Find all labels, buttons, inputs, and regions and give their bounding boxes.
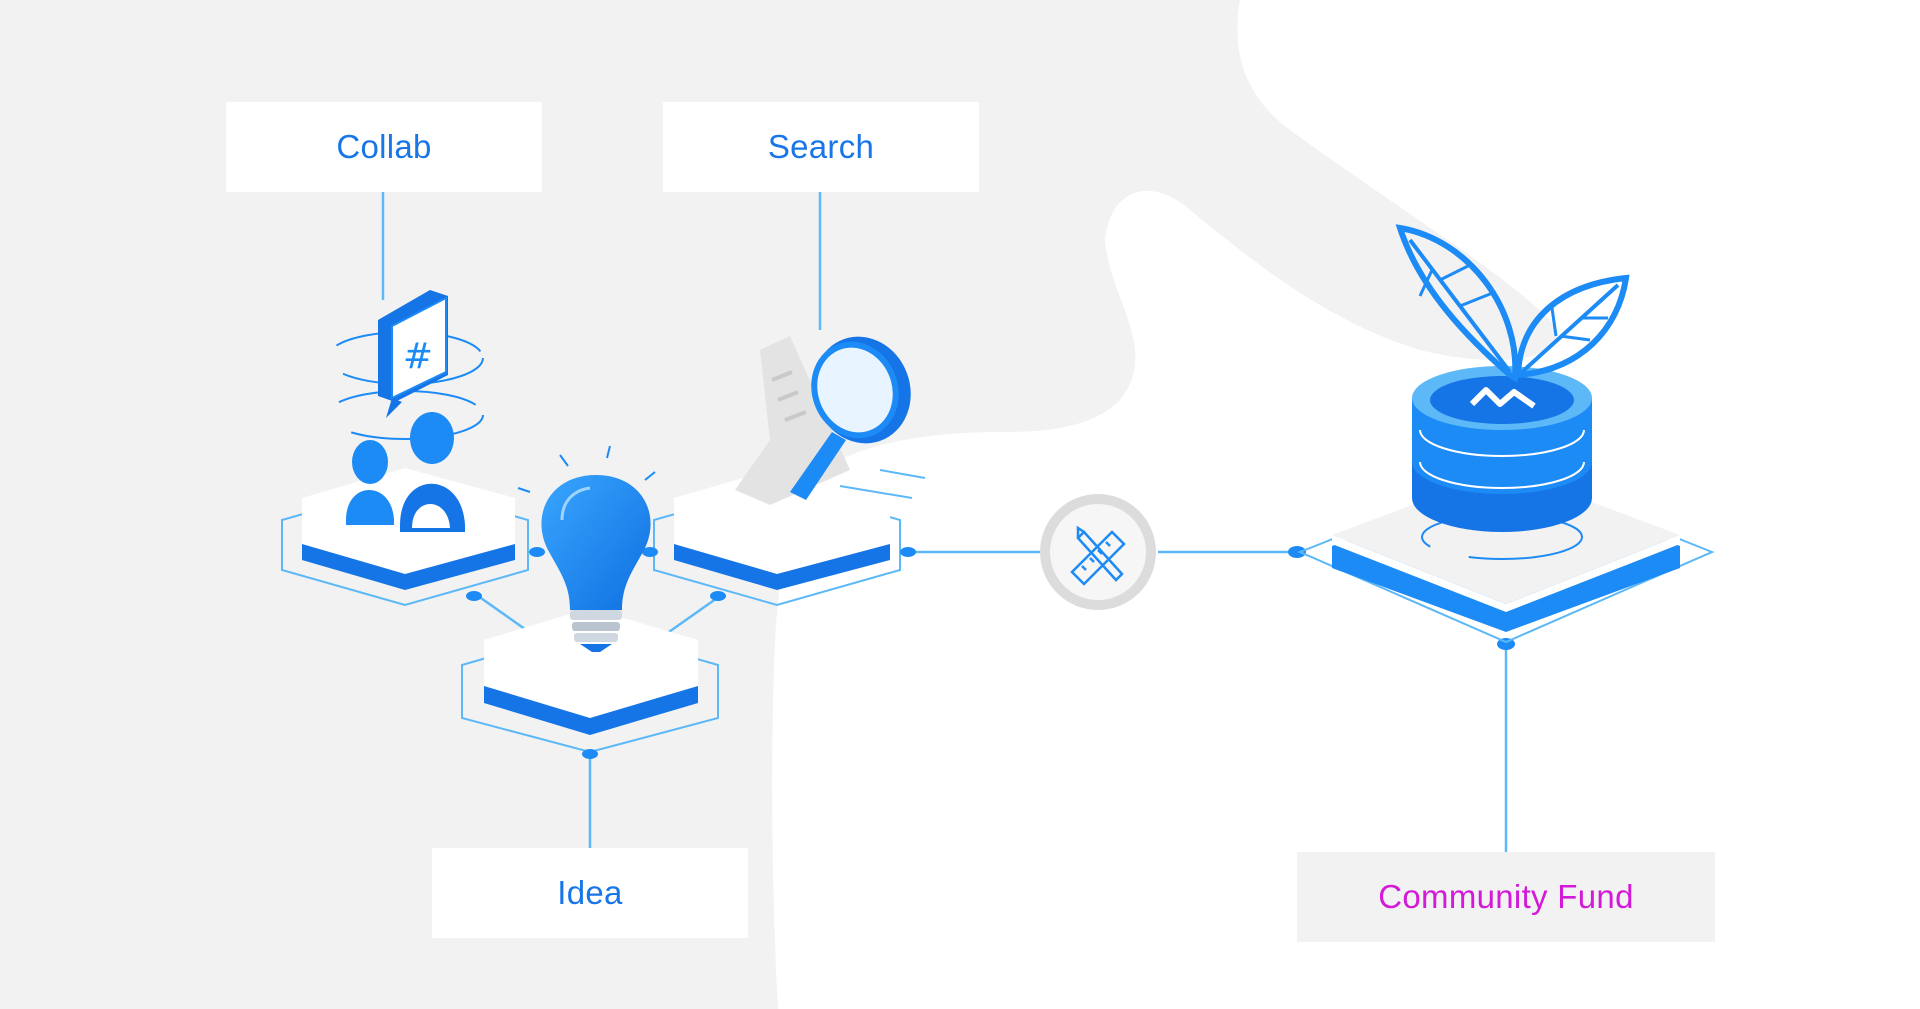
- idea-label: Idea: [432, 848, 748, 938]
- connector-lines: [381, 192, 1508, 852]
- community-fund-label: Community Fund: [1297, 852, 1715, 942]
- coin-stack-leaves-icon: [1395, 224, 1630, 560]
- idea-platform: [461, 608, 719, 754]
- people-chat-icon: #: [326, 290, 484, 532]
- search-idea-link: [665, 594, 721, 636]
- search-label: Search: [663, 102, 979, 192]
- collab-idea-link: [477, 594, 533, 636]
- connector-dots: [466, 546, 1515, 759]
- ruler-pencil-icon[interactable]: [1040, 494, 1156, 610]
- lightbulb-icon: [517, 445, 656, 652]
- svg-text:#: #: [403, 336, 433, 377]
- magnifier-document-icon: [735, 336, 926, 505]
- collab-label: Collab: [226, 102, 542, 192]
